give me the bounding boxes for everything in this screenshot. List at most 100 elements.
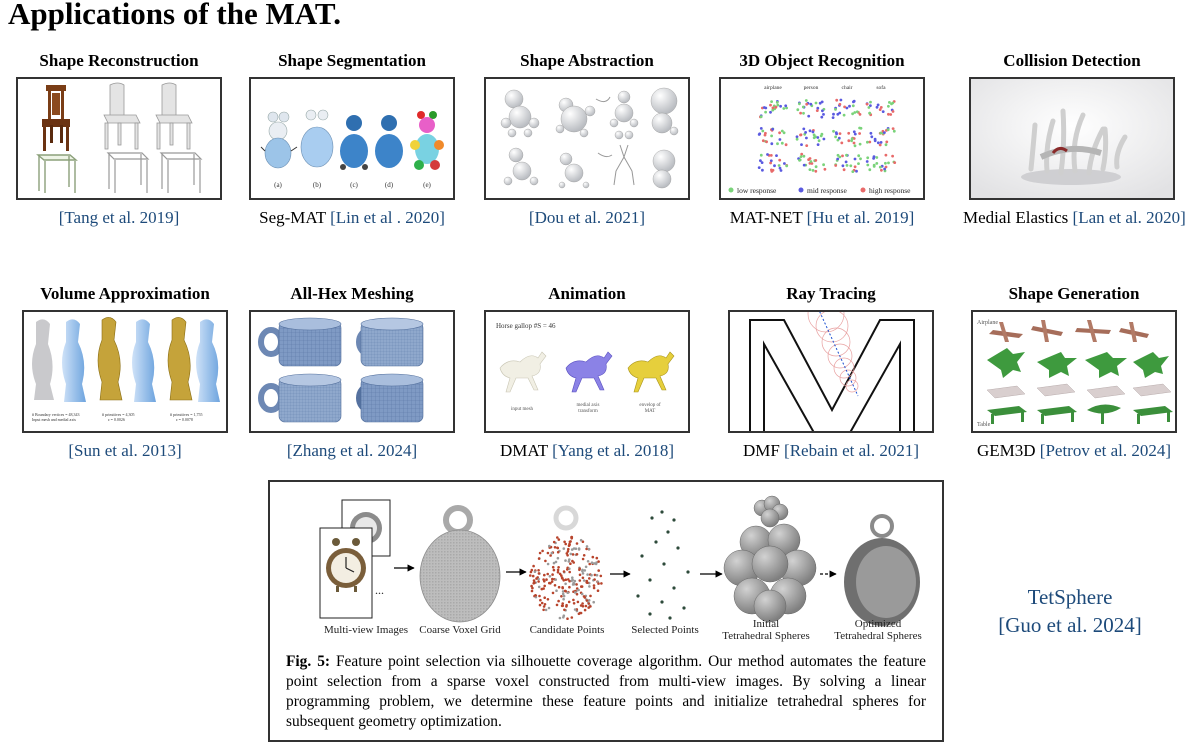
- recognition-dot: [872, 165, 876, 168]
- recognition-dot: [841, 154, 844, 158]
- recognition-dot: [776, 142, 779, 146]
- candidate-dot: [531, 586, 534, 590]
- recognition-dot: [884, 161, 887, 165]
- seg-label: (d): [385, 181, 394, 189]
- candidate-dot: [575, 592, 579, 596]
- candidate-dot: [546, 562, 550, 566]
- recognition-dot: [866, 156, 870, 160]
- recognition-dot: [771, 127, 775, 131]
- recognition-dot: [893, 161, 897, 164]
- recognition-dot: [884, 165, 888, 169]
- candidate-dot: [564, 542, 567, 546]
- recognition-dot: [866, 163, 870, 167]
- candidate-dot: [558, 616, 562, 620]
- candidate-dot: [557, 599, 560, 603]
- svg-text:airplane: airplane: [764, 85, 782, 91]
- candidate-dot: [567, 578, 570, 581]
- recognition-dot: [777, 164, 781, 167]
- recognition-dot: [814, 159, 818, 162]
- svg-text:# primitives = 4,305: # primitives = 4,305: [102, 412, 134, 418]
- recognition-dot: [770, 100, 773, 103]
- recognition-dot: [769, 154, 773, 157]
- recognition-dot: [857, 154, 861, 158]
- candidate-dot: [597, 569, 600, 572]
- recognition-dot: [866, 140, 869, 144]
- torso-approximation-thumb: # Boundary vertices = 48,343 Input mesh …: [32, 317, 220, 422]
- recognition-dot: [838, 155, 842, 159]
- recognition-dot: [836, 157, 840, 161]
- app-citation: GEM3D [Petrov et al. 2024]: [976, 441, 1172, 460]
- candidate-dot: [600, 582, 603, 585]
- recognition-dot: [796, 108, 800, 112]
- recognition-dot: [881, 110, 885, 113]
- recognition-dot: [816, 106, 820, 110]
- candidate-dot: [554, 578, 557, 581]
- candidate-dot: [570, 548, 574, 551]
- recognition-dot: [869, 104, 872, 107]
- candidate-dot: [573, 591, 577, 594]
- recognition-dot: [800, 152, 804, 156]
- candidate-dot: [584, 565, 588, 569]
- recognition-dot: [842, 168, 846, 172]
- recognition-dot: [816, 143, 820, 146]
- recognition-dot: [870, 135, 874, 139]
- app-heading: Shape Reconstruction: [39, 51, 199, 70]
- candidate-dot: [567, 600, 571, 604]
- recognition-dot: [759, 159, 762, 162]
- candidate-dot: [533, 581, 536, 585]
- recognition-dot: [891, 154, 894, 158]
- candidate-dot: [566, 550, 570, 553]
- more-views-dots: ...: [375, 583, 384, 597]
- candidate-dot: [551, 577, 554, 581]
- candidate-dot: [585, 545, 589, 548]
- svg-text:high response: high response: [869, 186, 911, 195]
- pipeline-diagram: ...: [319, 495, 920, 626]
- recognition-dot: [799, 111, 802, 115]
- candidate-dot: [561, 586, 564, 589]
- candidate-dot: [587, 547, 591, 551]
- recognition-dot: [820, 115, 824, 119]
- recognition-dot: [891, 127, 895, 130]
- candidate-dot: [537, 580, 540, 583]
- candidate-dot: [556, 570, 560, 574]
- recognition-dot: [822, 113, 825, 116]
- candidate-dot: [571, 553, 575, 556]
- candidate-dot: [568, 567, 571, 570]
- recognition-dot: [769, 159, 773, 163]
- recognition-dot: [868, 168, 872, 172]
- svg-text:mid response: mid response: [807, 186, 847, 195]
- recognition-dot: [865, 102, 869, 106]
- recognition-dot: [832, 112, 835, 116]
- recognition-dot: [778, 166, 782, 170]
- horse-animation-thumb: Horse gallop #S = 46 input mesh medial a…: [496, 322, 675, 414]
- candidate-dot: [563, 608, 566, 612]
- candidate-dot: [591, 555, 595, 559]
- candidate-dot: [570, 579, 573, 583]
- recognition-dot: [842, 113, 846, 117]
- recognition-dot: [782, 107, 786, 110]
- svg-text:person: person: [804, 85, 819, 91]
- recognition-dot: [855, 169, 858, 173]
- recognition-dot: [848, 104, 851, 108]
- recognition-dot: [770, 134, 773, 138]
- candidate-dot: [569, 562, 572, 565]
- candidate-dot: [561, 592, 565, 596]
- candidate-dot: [581, 576, 585, 580]
- candidate-dot: [553, 546, 557, 549]
- candidate-dot: [543, 603, 547, 606]
- chair-reconstruction-thumb: [36, 82, 203, 193]
- candidate-dot: [530, 584, 533, 588]
- recognition-dot: [879, 141, 883, 144]
- recognition-dot: [814, 135, 817, 139]
- recognition-dot: [820, 132, 824, 136]
- candidate-dot: [556, 568, 560, 572]
- recognition-dot: [800, 143, 803, 146]
- stage-label: Initial Tetrahedral Spheres: [722, 618, 810, 642]
- candidate-dot: [579, 538, 583, 542]
- recognition-dot: [834, 108, 837, 111]
- recognition-dot: [804, 99, 808, 102]
- recognition-dot: [876, 103, 880, 107]
- app-thumbnail: [728, 310, 934, 433]
- recognition-dot: [808, 129, 812, 133]
- candidate-dot: [563, 540, 566, 544]
